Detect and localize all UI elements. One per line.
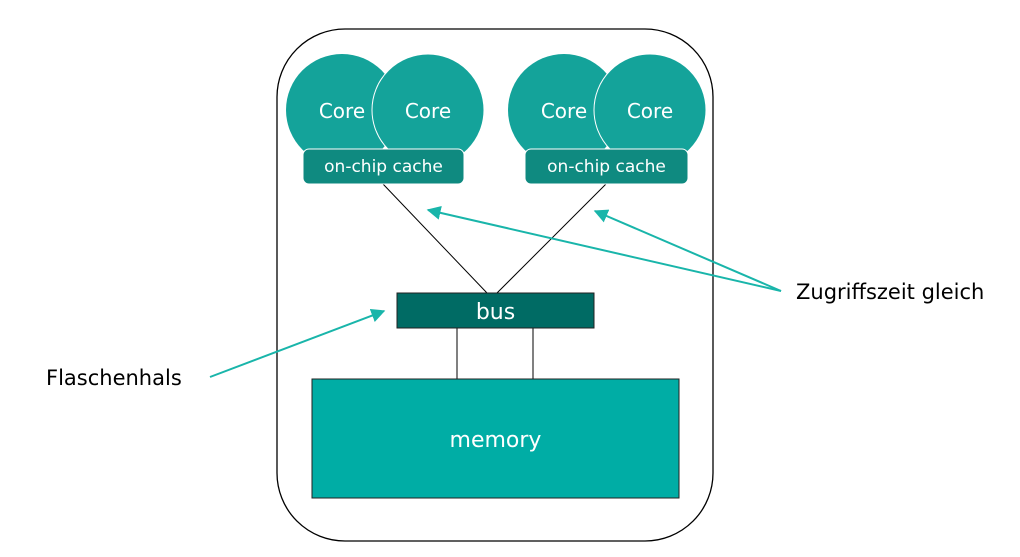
core-label: Core: [541, 99, 587, 123]
on-chip-cache: [524, 148, 689, 185]
system-enclosure: [276, 28, 714, 542]
cpu-group-right: Core Core on-chip cache: [508, 53, 707, 185]
access-time-label: Zugriffszeit gleich: [796, 280, 984, 304]
memory-box: [311, 378, 680, 499]
bottleneck-label: Flaschenhals: [46, 366, 182, 390]
access-time-arrow-left: [426, 205, 782, 292]
access-time-arrow-right: [593, 209, 782, 292]
core-circle: [286, 54, 398, 166]
cache-label: on-chip cache: [547, 157, 666, 177]
bus-label: bus: [476, 300, 515, 325]
core-label: Core: [627, 99, 673, 123]
cpu-group-left: Core Core on-chip cache: [286, 53, 485, 185]
bottleneck-arrow: [209, 308, 386, 378]
core-circle: [508, 54, 620, 166]
core-label: Core: [405, 99, 451, 123]
core-label: Core: [319, 99, 365, 123]
bus-box: [396, 292, 595, 329]
cache-label: on-chip cache: [324, 157, 443, 177]
cache-bus-link-left: [382, 183, 488, 294]
memory-label: memory: [450, 428, 542, 453]
on-chip-cache: [302, 148, 465, 185]
